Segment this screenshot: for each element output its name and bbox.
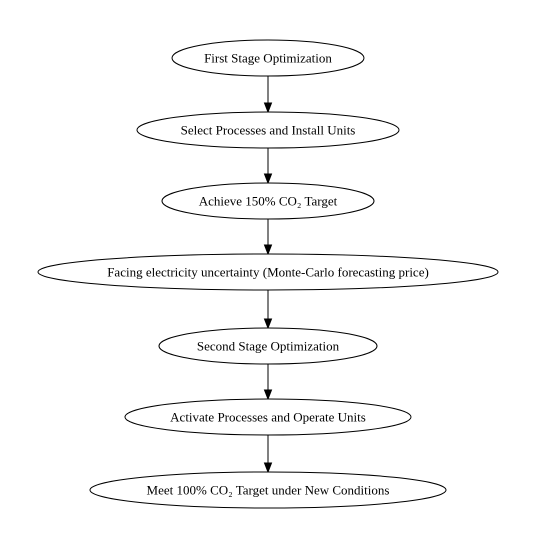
flow-node-ellipse (171, 39, 365, 77)
flow-arrow-head (263, 244, 273, 256)
flow-node-ellipse (124, 398, 412, 436)
flow-arrow-head (263, 173, 273, 185)
flow-arrow-4 (263, 290, 273, 330)
flow-node-4: Facing electricity uncertainty (Monte-Ca… (37, 253, 499, 291)
flow-node-2: Select Processes and Install Units (136, 111, 400, 149)
flow-arrow-5 (263, 364, 273, 401)
flow-node-ellipse (136, 111, 400, 149)
flow-node-label: First Stage Optimization (204, 51, 332, 66)
flow-node-label: Activate Processes and Operate Units (170, 410, 366, 425)
flow-arrow-head (263, 102, 273, 114)
flow-arrow-head (263, 389, 273, 401)
flow-node-label: Facing electricity uncertainty (Monte-Ca… (107, 265, 429, 280)
flow-node-7: Meet 100% CO₂ Target under New Condition… (89, 471, 447, 509)
flow-arrow-head (263, 462, 273, 474)
edges-layer (263, 76, 273, 474)
flow-node-3: Achieve 150% CO₂ Target (161, 182, 375, 220)
flow-arrow-6 (263, 435, 273, 474)
flow-node-label: Meet 100% CO₂ Target under New Condition… (147, 483, 390, 498)
flow-node-ellipse (161, 182, 375, 220)
flow-node-5: Second Stage Optimization (158, 327, 378, 365)
flow-node-ellipse (158, 327, 378, 365)
flow-arrow-head (263, 318, 273, 330)
flow-node-ellipse (89, 471, 447, 509)
flow-node-1: First Stage Optimization (171, 39, 365, 77)
flow-node-label: Select Processes and Install Units (181, 123, 356, 138)
flow-arrow-3 (263, 219, 273, 256)
flow-node-label: Second Stage Optimization (197, 339, 340, 354)
flow-arrow-1 (263, 76, 273, 114)
flow-node-6: Activate Processes and Operate Units (124, 398, 412, 436)
flow-node-ellipse (37, 253, 499, 291)
flow-node-label: Achieve 150% CO₂ Target (199, 194, 338, 209)
flow-arrow-2 (263, 148, 273, 185)
